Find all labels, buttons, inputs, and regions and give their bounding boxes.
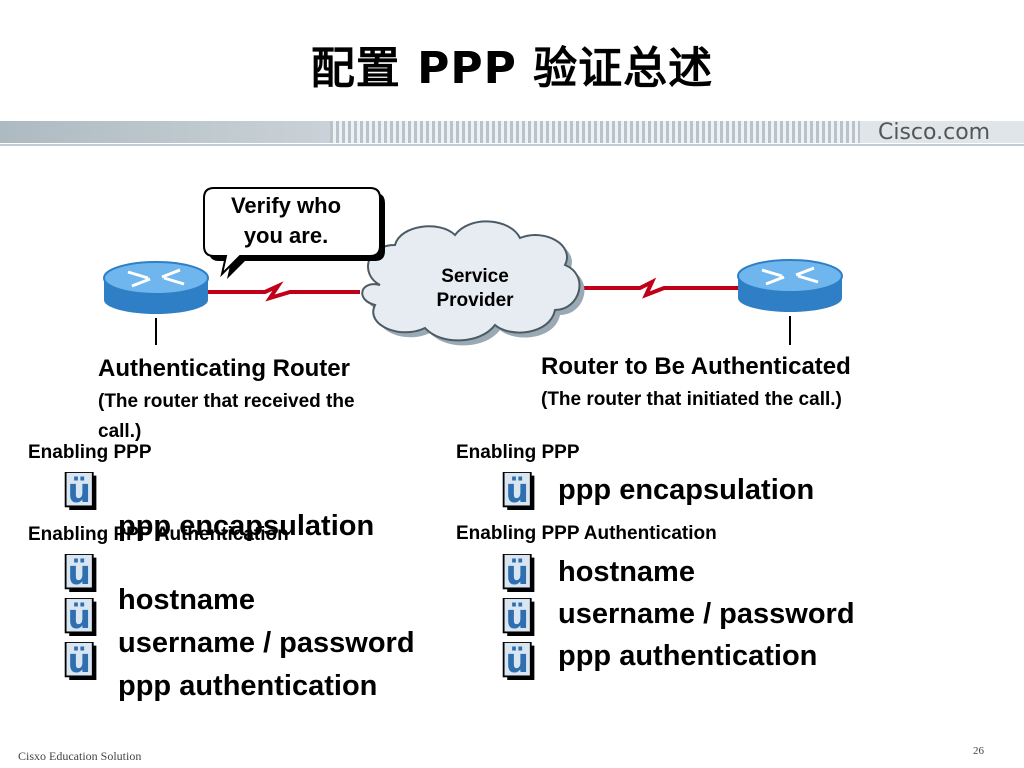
page-title: 配置 PPP 验证总述 [310, 43, 714, 94]
right-cmd-username-password: username / password [558, 598, 855, 630]
check-glyph: ü [506, 598, 529, 636]
left-cmd-ppp-authentication: ppp authentication [118, 670, 378, 702]
cloud-label: Service Provider [405, 265, 545, 313]
left-check-icon-1: ü [64, 472, 97, 510]
footer-text: Cisxo Education Solution [18, 749, 142, 763]
left-cmd-username-password: username / password [118, 627, 415, 659]
check-glyph: ü [68, 472, 91, 510]
right-cmd-hostname: hostname [558, 556, 695, 588]
left-check-icon-4: ü [64, 642, 97, 680]
left-check-icon-2: ü [64, 554, 97, 592]
page-number: 26 [973, 745, 984, 757]
speech-bubble-text: Verify who you are. [206, 191, 366, 251]
cisco-logo-text: Cisco.com [878, 120, 991, 145]
left-cmd-hostname: hostname [118, 584, 255, 616]
header-banner [0, 121, 1024, 146]
left-router-subtitle-2: call.) [98, 421, 142, 442]
bubble-line-1: Verify who [230, 193, 342, 218]
cloud-line-1: Service [441, 266, 509, 287]
right-cmd-ppp-encapsulation: ppp encapsulation [558, 474, 815, 506]
left-enabling-ppp-label: Enabling PPP [28, 442, 152, 463]
check-glyph: ü [68, 598, 91, 636]
left-enabling-auth-label: Enabling PPP Authentication [28, 524, 289, 545]
right-check-icon-4: ü [502, 642, 535, 680]
cloud-line-2: Provider [436, 290, 514, 311]
check-glyph: ü [506, 642, 529, 680]
check-glyph: ü [506, 554, 529, 592]
speech-bubble [203, 187, 385, 279]
check-glyph: ü [68, 554, 91, 592]
network-diagram [103, 187, 843, 346]
right-check-icon-1: ü [502, 472, 535, 510]
left-cmd-ppp-encapsulation: ppp encapsulation [118, 510, 375, 542]
left-serial-link [205, 281, 360, 302]
right-check-icon-3: ü [502, 598, 535, 636]
right-cmd-ppp-authentication: ppp authentication [558, 640, 818, 672]
right-check-icon-2: ü [502, 554, 535, 592]
service-provider-cloud [361, 220, 585, 346]
check-glyph: ü [506, 472, 529, 510]
left-check-icon-3: ü [64, 598, 97, 636]
left-router-subtitle: (The router that received the [98, 391, 355, 412]
bubble-line-2: you are. [243, 223, 329, 248]
right-router-subtitle: (The router that initiated the call.) [541, 389, 842, 410]
right-enabling-ppp-label: Enabling PPP [456, 442, 580, 463]
right-serial-link [575, 277, 740, 299]
left-router-title: Authenticating Router [98, 355, 350, 382]
check-glyph: ü [68, 642, 91, 680]
right-router-title: Router to Be Authenticated [541, 353, 851, 380]
right-enabling-auth-label: Enabling PPP Authentication [456, 523, 717, 544]
authenticated-router-icon [737, 259, 843, 345]
authenticating-router-icon [103, 261, 209, 345]
